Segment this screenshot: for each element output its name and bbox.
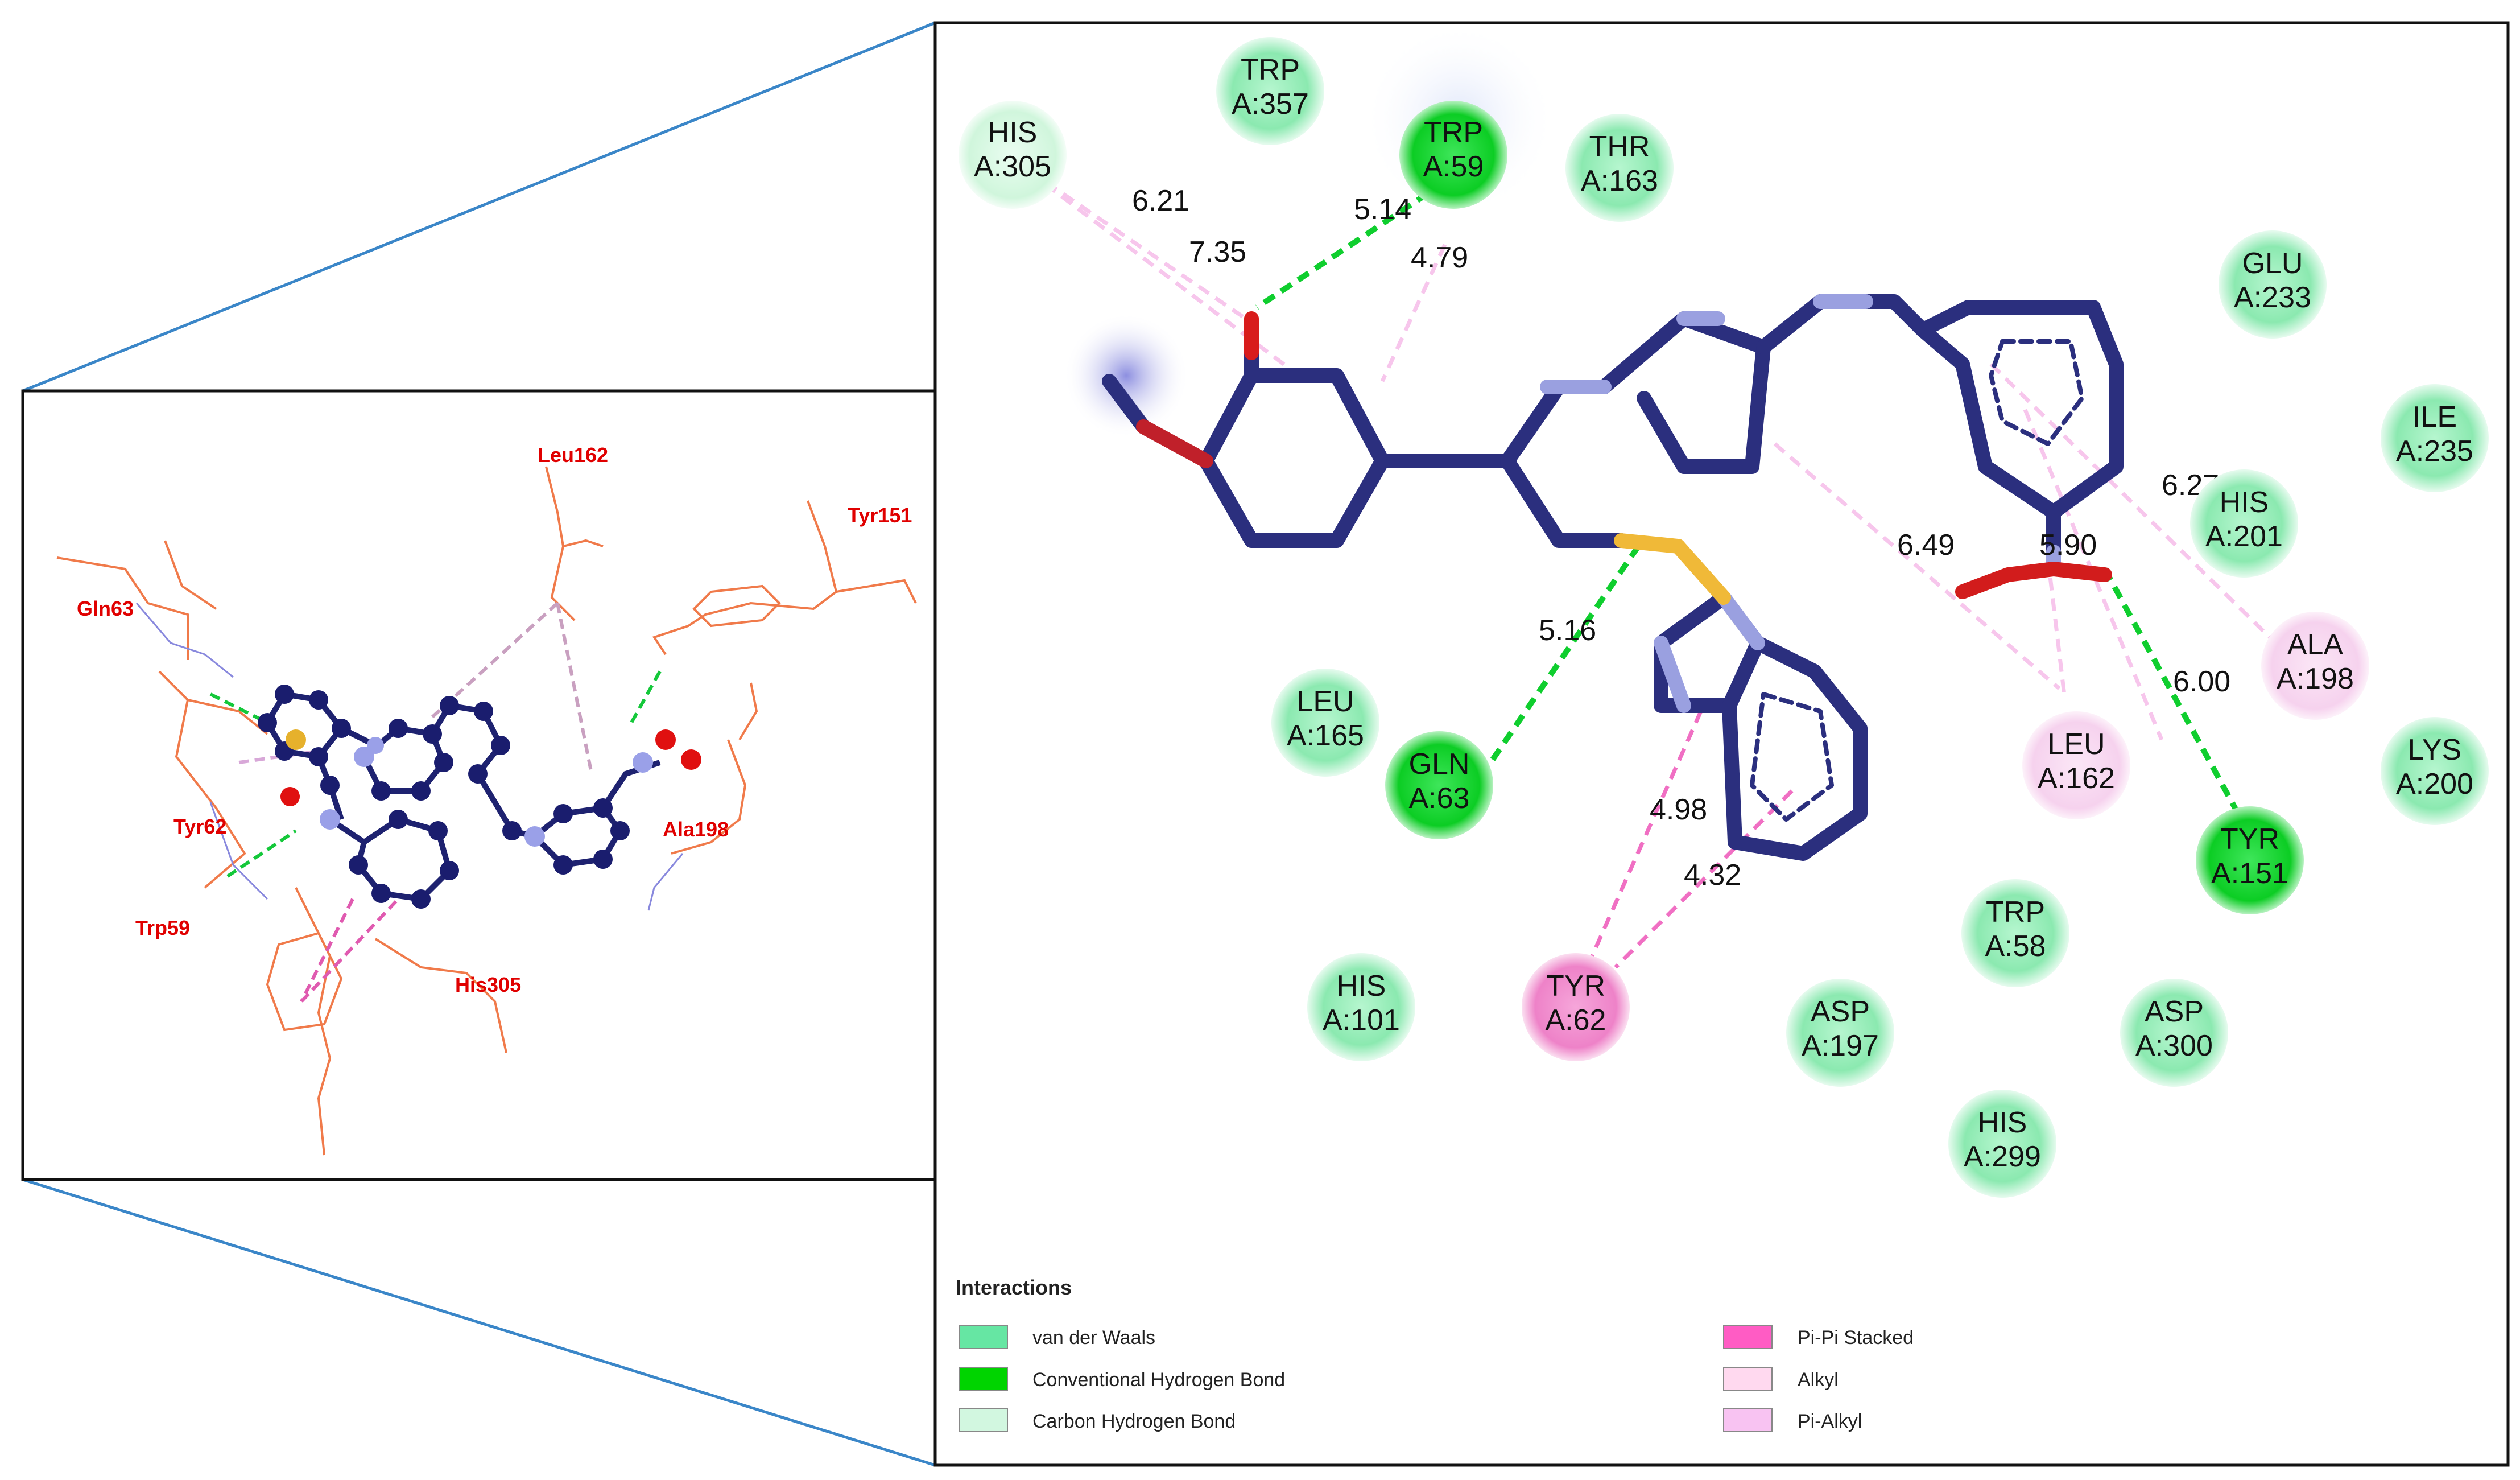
- svg-text:A:165: A:165: [1287, 719, 1364, 752]
- residue-tyr62: TYR A:62: [1522, 953, 1630, 1061]
- residue-trp357: TRP A:357: [1216, 37, 1324, 145]
- distance-label: 5.14: [1354, 193, 1411, 226]
- label-his305: His305: [455, 973, 521, 996]
- svg-text:HIS: HIS: [988, 116, 1038, 149]
- svg-text:GLU: GLU: [2242, 247, 2303, 280]
- svg-text:TRP: TRP: [1986, 896, 2045, 929]
- svg-text:ASP: ASP: [1811, 995, 1870, 1028]
- svg-text:A:151: A:151: [2211, 857, 2288, 890]
- residue-leu162: LEU A:162: [2022, 711, 2130, 819]
- svg-text:LYS: LYS: [2408, 733, 2461, 766]
- svg-text:A:305: A:305: [974, 150, 1051, 183]
- residue-asp300: ASP A:300: [2120, 979, 2228, 1087]
- residue-tyr151: TYR A:151: [2196, 806, 2304, 914]
- svg-text:A:197: A:197: [1802, 1029, 1879, 1062]
- svg-text:A:200: A:200: [2396, 768, 2473, 801]
- svg-text:A:162: A:162: [2038, 762, 2115, 795]
- label-trp59: Trp59: [135, 916, 190, 939]
- distance-label: 4.79: [1411, 241, 1468, 274]
- svg-text:A:58: A:58: [1985, 930, 2046, 963]
- svg-text:A:59: A:59: [1423, 150, 1484, 183]
- residues: HIS A:305 TRP A:357 TRP A:59 THR A:163 G…: [959, 37, 2489, 1198]
- svg-text:TRP: TRP: [1424, 116, 1483, 149]
- residue-his305: HIS A:305: [959, 101, 1067, 209]
- zoom-connector-top: [22, 21, 936, 393]
- svg-text:A:62: A:62: [1546, 1004, 1606, 1037]
- residue-thr163: THR A:163: [1565, 114, 1674, 222]
- distance-label: 5.90: [2039, 529, 2097, 562]
- distance-label: 7.35: [1189, 236, 1246, 269]
- distance-label: 4.32: [1684, 859, 1741, 892]
- svg-text:A:233: A:233: [2234, 281, 2311, 314]
- residue-gln63: GLN A:63: [1385, 731, 1493, 839]
- svg-text:GLN: GLN: [1409, 748, 1470, 781]
- residue-his101: HIS A:101: [1307, 953, 1415, 1061]
- svg-text:A:163: A:163: [1581, 164, 1658, 197]
- legend-item-pipi: Pi-Pi Stacked: [1798, 1327, 1914, 1349]
- svg-text:A:299: A:299: [1964, 1140, 2041, 1173]
- label-gln63: Gln63: [77, 597, 134, 620]
- legend-item-conv-hbond: Conventional Hydrogen Bond: [1032, 1369, 1285, 1391]
- svg-text:THR: THR: [1589, 130, 1650, 163]
- legend-item-carbon-hbond: Carbon Hydrogen Bond: [1032, 1411, 1236, 1432]
- residue-his201: HIS A:201: [2190, 469, 2298, 578]
- legend-item-vdw: van der Waals: [1032, 1327, 1155, 1349]
- left-3d-panel: Leu162 Tyr151 Gln63 Tyr62 Ala198 Trp59 H…: [21, 389, 945, 1181]
- svg-text:A:357: A:357: [1232, 88, 1309, 121]
- residue-glu233: GLU A:233: [2219, 230, 2327, 339]
- svg-text:ILE: ILE: [2412, 401, 2457, 434]
- legend-item-alkyl: Alkyl: [1798, 1369, 1839, 1391]
- residue-leu165: LEU A:165: [1271, 669, 1379, 777]
- distance-label: 4.98: [1650, 793, 1707, 826]
- svg-text:A:201: A:201: [2205, 520, 2283, 553]
- residue-ile235: ILE A:235: [2381, 384, 2489, 492]
- legend: Interactions van der Waals Conventional …: [956, 1276, 1914, 1432]
- svg-text:HIS: HIS: [2220, 486, 2269, 519]
- svg-text:LEU: LEU: [2047, 728, 2105, 761]
- residue-trp59: TRP A:59: [1399, 101, 1507, 209]
- molecule-2d: [1102, 294, 2124, 861]
- svg-text:A:300: A:300: [2135, 1029, 2213, 1062]
- svg-text:TRP: TRP: [1241, 53, 1300, 86]
- legend-item-pi-alkyl: Pi-Alkyl: [1798, 1411, 1862, 1432]
- distance-label: 6.00: [2173, 665, 2230, 698]
- svg-text:A:101: A:101: [1323, 1004, 1400, 1037]
- label-ala198: Ala198: [663, 818, 729, 841]
- legend-title: Interactions: [956, 1276, 1072, 1299]
- residue-lys200: LYS A:200: [2381, 717, 2489, 825]
- svg-text:A:63: A:63: [1409, 782, 1470, 815]
- svg-text:A:235: A:235: [2396, 435, 2473, 468]
- ligand-atoms: [258, 685, 630, 909]
- residue-trp58: TRP A:58: [1961, 879, 2069, 987]
- distance-label: 6.21: [1132, 184, 1189, 217]
- distance-label: 6.49: [1897, 529, 1955, 562]
- label-tyr62: Tyr62: [173, 815, 226, 838]
- label-tyr151: Tyr151: [848, 504, 912, 527]
- zoom-connector-bottom: [22, 1178, 936, 1467]
- svg-text:HIS: HIS: [1337, 970, 1386, 1003]
- label-leu162: Leu162: [538, 443, 608, 467]
- svg-text:HIS: HIS: [1978, 1106, 2027, 1139]
- residue-ala198: ALA A:198: [2261, 612, 2369, 720]
- residue-asp197: ASP A:197: [1786, 979, 1894, 1087]
- residue-his299: HIS A:299: [1948, 1090, 2056, 1198]
- svg-text:ALA: ALA: [2287, 628, 2344, 661]
- svg-text:LEU: LEU: [1296, 685, 1354, 718]
- svg-text:TYR: TYR: [1546, 970, 1605, 1003]
- svg-text:TYR: TYR: [2220, 823, 2279, 856]
- svg-text:ASP: ASP: [2145, 995, 2204, 1028]
- right-2d-panel: 6.21 7.35 5.14 4.79 5.16 6.49 5.90 6.27 …: [933, 21, 2510, 1467]
- svg-text:A:198: A:198: [2277, 662, 2354, 695]
- distance-label: 5.16: [1539, 614, 1596, 647]
